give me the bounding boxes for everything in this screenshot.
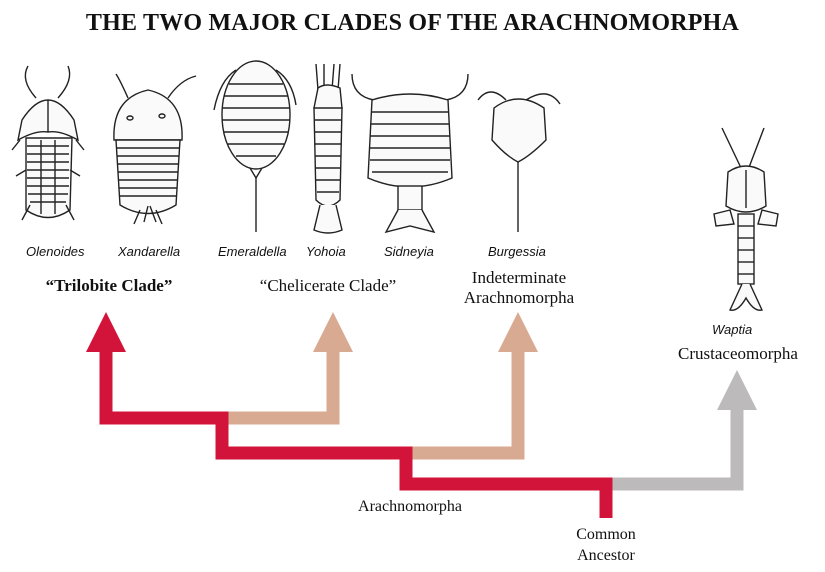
trilobite-arrowhead: [86, 312, 126, 352]
crustaceomorpha-branch: [606, 410, 744, 491]
waptia-fossil-icon: [713, 127, 779, 311]
olenoides-fossil-icon: [11, 65, 85, 221]
sidneyia-fossil-icon: [351, 73, 469, 234]
indeterminate-arrowhead: [498, 312, 538, 352]
page-title: THE TWO MAJOR CLADES OF THE ARACHNOMORPH…: [85, 10, 740, 36]
taxon-sidneyia: Sidneyia: [384, 244, 434, 259]
group-indeterminate-line1: Indeterminate: [471, 268, 567, 287]
node-common-ancestor-line2: Ancestor: [577, 547, 635, 564]
group-indeterminate-line2: Arachnomorpha: [463, 288, 575, 307]
indeterminate-branch: [408, 352, 525, 460]
arachnomorpha-lineage: [99, 352, 613, 518]
xandarella-fossil-icon: [113, 73, 197, 225]
taxon-burgessia: Burgessia: [488, 244, 546, 259]
taxon-olenoides: Olenoides: [26, 244, 85, 259]
emeraldella-fossil-icon: [213, 60, 297, 232]
yohoia-fossil-icon: [313, 63, 343, 234]
group-crustaceomorpha: Crustaceomorpha: [678, 344, 798, 363]
chelicerate-branch: [215, 352, 340, 432]
crustaceomorpha-arrowhead: [717, 370, 757, 410]
group-trilobite-clade: “Trilobite Clade”: [45, 276, 173, 295]
taxon-waptia: Waptia: [712, 322, 753, 337]
node-common-ancestor-line1: Common: [576, 526, 636, 543]
taxon-emeraldella: Emeraldella: [218, 244, 287, 259]
group-chelicerate-clade: “Chelicerate Clade”: [259, 276, 397, 295]
chelicerate-arrowhead: [313, 312, 353, 352]
burgessia-fossil-icon: [477, 91, 561, 232]
taxon-xandarella: Xandarella: [118, 244, 181, 259]
node-arachnomorpha: Arachnomorpha: [358, 498, 462, 515]
taxon-yohoia: Yohoia: [306, 244, 346, 259]
